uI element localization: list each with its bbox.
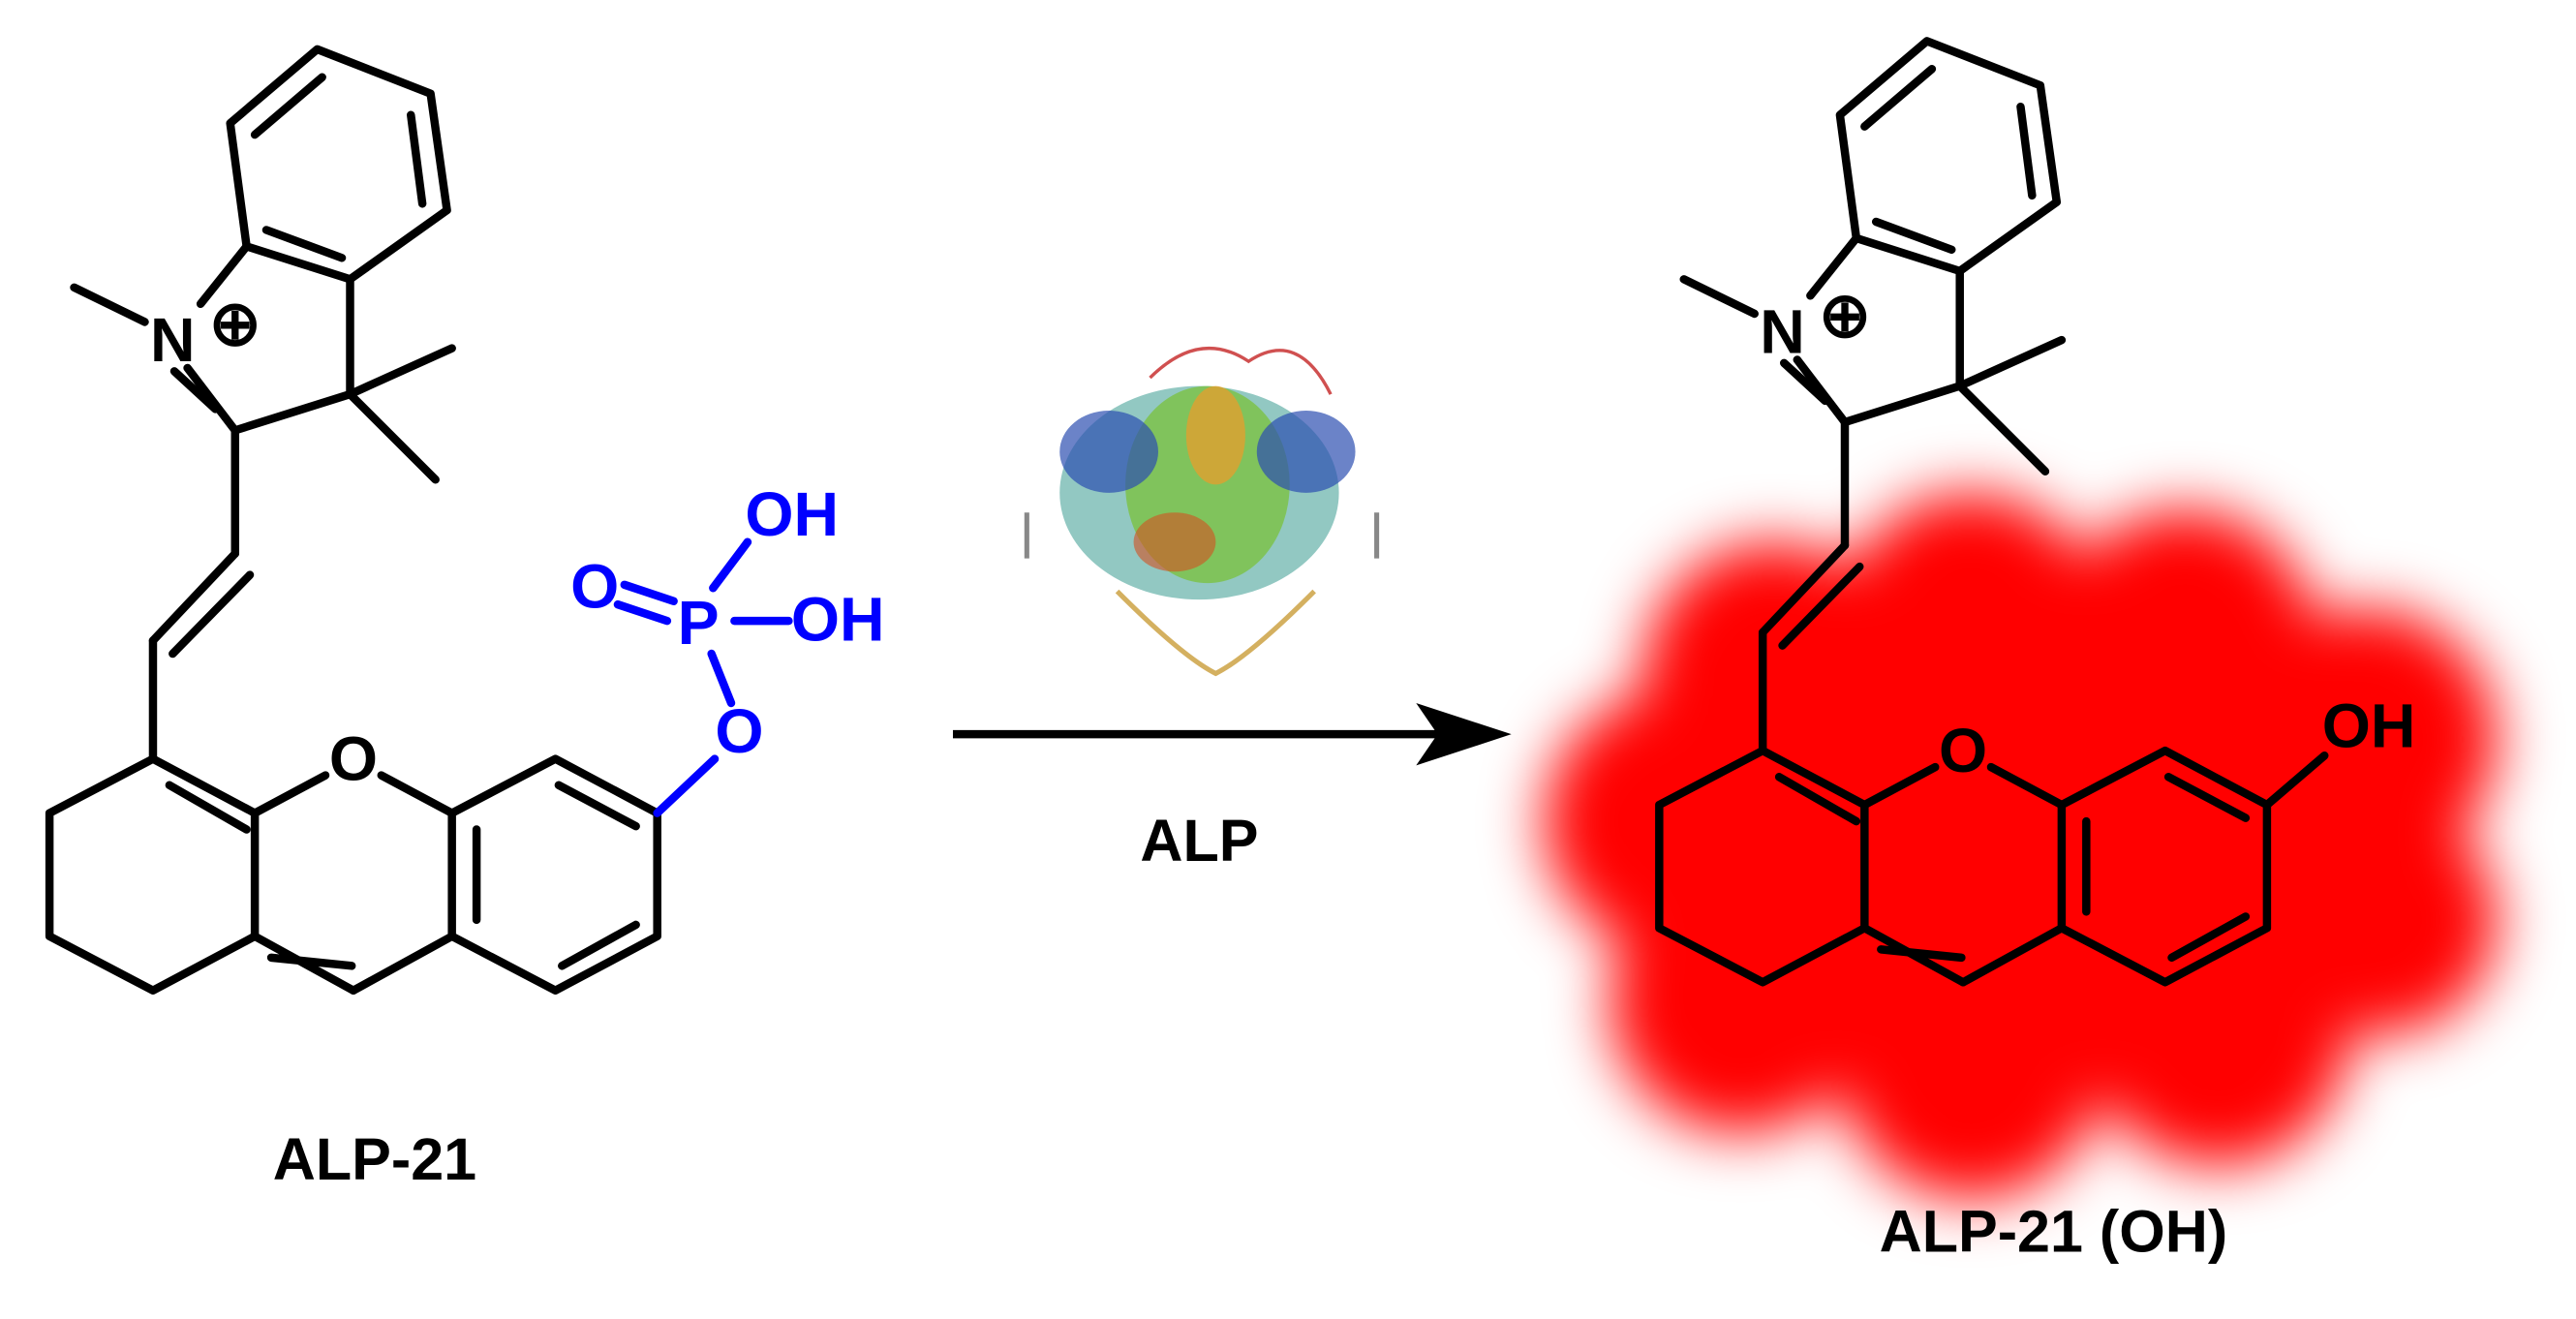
- reactant-label: ALP-21: [273, 1126, 476, 1192]
- atom-hydroxyl-1: OH: [791, 584, 885, 654]
- atom-phosphorus: P: [678, 588, 720, 658]
- product-molecule: N ⊕ O OH: [1655, 37, 2416, 987]
- alp-protein-structure-icon: [1024, 346, 1380, 677]
- charge-symbol: ⊕: [209, 289, 261, 358]
- charge-symbol: ⊕: [1819, 281, 1871, 351]
- atom-ring-oxygen: O: [1939, 716, 1987, 785]
- atom-n-plus: N: [1760, 297, 1805, 367]
- fluorescence-cloud: [1544, 492, 2498, 1200]
- reaction-arrow: [952, 702, 1512, 766]
- product-label: ALP-21 (OH): [1880, 1198, 2228, 1264]
- atom-ester-oxygen: O: [715, 696, 763, 766]
- atom-n-plus: N: [150, 305, 196, 375]
- atom-hydroxyl: OH: [2322, 691, 2416, 761]
- enzyme-label: ALP: [1140, 808, 1258, 874]
- reactant-molecule: N ⊕ O P O OH OH O: [45, 45, 885, 996]
- atom-ring-oxygen: O: [329, 724, 378, 794]
- atom-hydroxyl-2: OH: [745, 479, 839, 549]
- atom-oxo-oxygen: O: [570, 552, 619, 622]
